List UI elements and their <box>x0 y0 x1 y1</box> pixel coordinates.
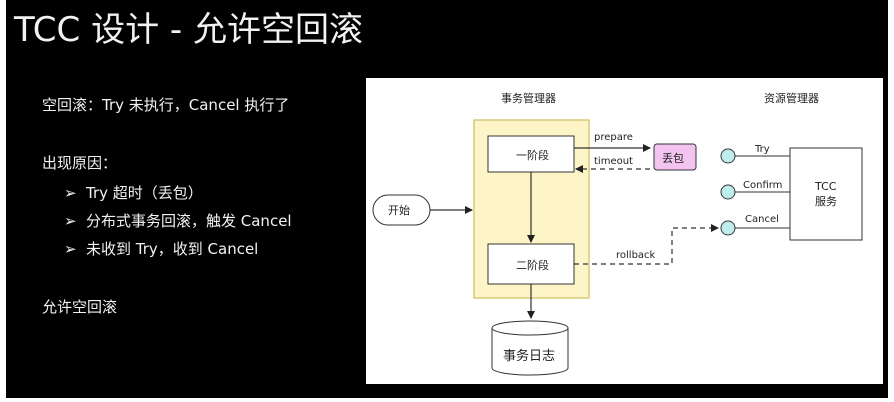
tcc-service-box <box>789 147 863 241</box>
lost-packet-box <box>653 143 697 171</box>
reasons-heading: 出现原因： <box>42 154 118 172</box>
phase1-box <box>487 135 575 173</box>
start-label: 开始 <box>388 203 410 217</box>
rollback-arrow <box>574 224 719 265</box>
try-port-icon <box>720 148 736 164</box>
lost-packet-label: 丢包 <box>662 152 684 165</box>
rm-label: 资源管理器 <box>764 91 819 105</box>
transaction-log-cylinder <box>491 320 569 376</box>
phase2-label: 二阶段 <box>516 258 549 272</box>
slide: TCC 设计 - 允许空回滚 空回滚：Try 未执行，Cancel 执行了 出现… <box>6 0 888 398</box>
timeout-label: timeout <box>594 156 633 167</box>
arrow-bullet-icon: ➢ <box>64 184 77 202</box>
confirm-port-icon <box>720 184 736 200</box>
try-label: Try <box>754 144 770 155</box>
reason-text: Try 超时（丢包） <box>86 184 203 202</box>
reason-item: ➢ Try 超时（丢包） <box>64 182 203 203</box>
reason-text: 分布式事务回滚，触发 Cancel <box>86 212 292 230</box>
tm-label: 事务管理器 <box>501 91 556 105</box>
prepare-label: prepare <box>594 132 633 143</box>
phase1-label: 一阶段 <box>516 148 549 162</box>
empty-rollback-definition: 空回滚：Try 未执行，Cancel 执行了 <box>42 96 290 114</box>
phase2-box <box>487 243 575 285</box>
reason-text: 未收到 Try，收到 Cancel <box>86 240 259 258</box>
slide-title: TCC 设计 - 允许空回滚 <box>14 10 363 50</box>
cancel-port-icon <box>720 220 736 236</box>
arrow-bullet-icon: ➢ <box>64 212 77 230</box>
cancel-label: Cancel <box>745 214 779 225</box>
tcc-service-label-line1: TCC <box>814 180 837 193</box>
confirm-label: Confirm <box>743 180 782 191</box>
diagram-panel: 事务管理器 资源管理器 一阶段 二阶段 开始 prepare timeout 丢… <box>366 78 883 384</box>
transaction-log-label: 事务日志 <box>503 348 555 364</box>
rollback-label: rollback <box>616 250 656 261</box>
tcc-service-label-line2: 服务 <box>815 195 837 208</box>
reason-item: ➢ 分布式事务回滚，触发 Cancel <box>64 210 292 231</box>
reason-item: ➢ 未收到 Try，收到 Cancel <box>64 238 258 259</box>
tcc-diagram: 事务管理器 资源管理器 一阶段 二阶段 开始 prepare timeout 丢… <box>372 91 863 376</box>
conclusion-text: 允许空回滚 <box>42 298 118 316</box>
arrow-bullet-icon: ➢ <box>64 240 77 258</box>
